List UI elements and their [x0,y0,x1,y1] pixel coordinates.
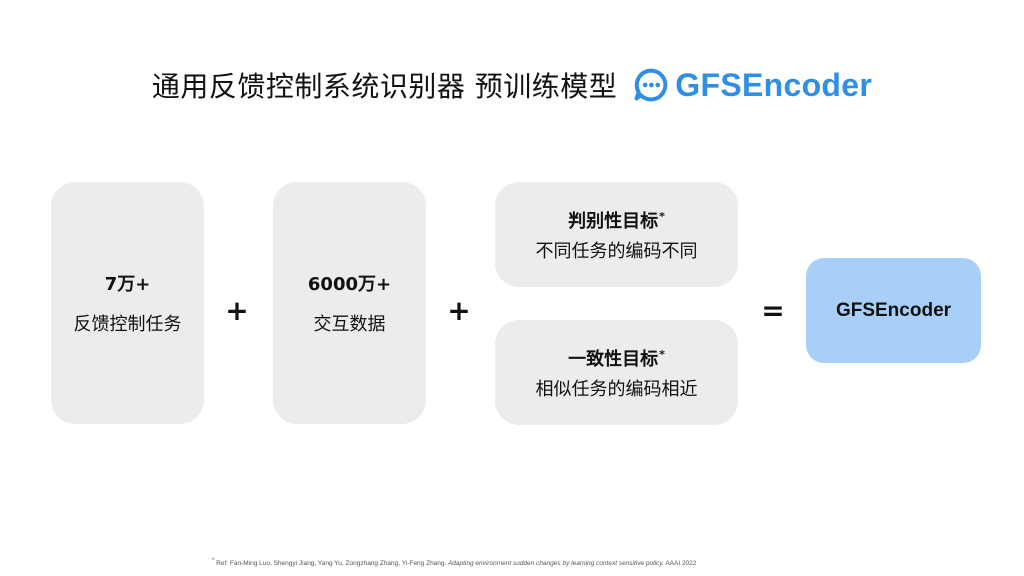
discriminative-objective-desc: 不同任务的编码不同 [535,240,698,262]
equals-operator: = [761,294,785,327]
tasks-count: 7万+ [104,274,151,295]
discriminative-objective-title: 判别性目标* [568,209,665,232]
chat-bubble-icon [634,68,668,102]
consistency-objective-title: 一致性目标* [568,347,665,370]
consistency-objective-desc: 相似任务的编码相近 [535,378,698,400]
result-box: GFSEncoder [806,258,981,363]
tasks-card: 7万+ 反馈控制任务 [51,182,204,424]
data-label: 交互数据 [313,314,386,335]
title-row: 通用反馈控制系统识别器 预训练模型 GFSEncoder [0,60,1024,110]
page-title: 通用反馈控制系统识别器 预训练模型 [151,70,618,103]
footnote: * Ref: Fan-Ming Luo, Shengyi Jiang, Yang… [212,558,697,568]
data-card: 6000万+ 交互数据 [273,182,426,424]
consistency-objective-card: 一致性目标* 相似任务的编码相近 [495,320,738,425]
brand-logo: GFSEncoder [633,67,872,104]
brand-name: GFSEncoder [675,66,873,103]
data-count: 6000万+ [307,274,392,295]
tasks-label: 反馈控制任务 [73,314,182,335]
discriminative-objective-card: 判别性目标* 不同任务的编码不同 [495,182,738,287]
plus-operator-1: + [225,294,249,327]
plus-operator-2: + [447,294,471,327]
